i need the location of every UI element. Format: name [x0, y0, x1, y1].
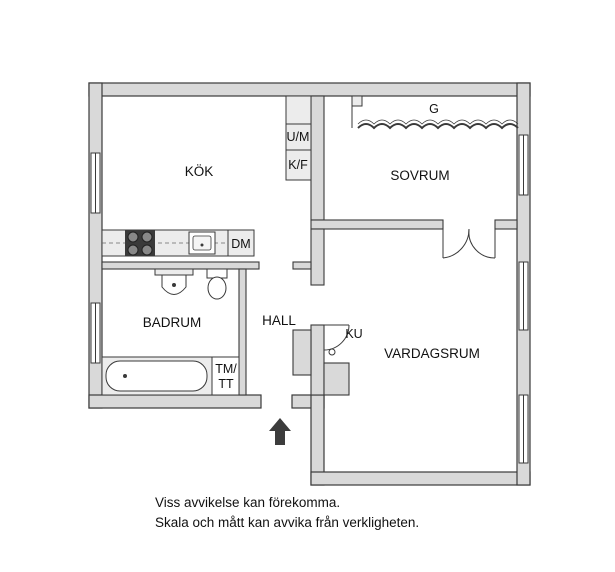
fixture-label-closet: KU: [345, 327, 362, 341]
double-door: [442, 228, 496, 259]
room-label-bedroom: SOVRUM: [390, 168, 449, 183]
kitchen-sink-icon: [188, 231, 216, 255]
dishwasher: [227, 229, 255, 257]
fixture-label-dishwasher: DM: [231, 237, 250, 251]
bathtub-icon: [101, 356, 213, 396]
fixture-label-washer-line2: TT: [218, 377, 234, 391]
entrance-arrow-icon: [269, 418, 291, 445]
toilet-icon: [206, 268, 228, 300]
room-label-bathroom: BADRUM: [143, 315, 202, 330]
room-label-kitchen: KÖK: [185, 164, 214, 179]
kitchen-counter: [101, 229, 255, 257]
floor-plan: KÖK SOVRUM BADRUM HALL VARDAGSRUM U/M K/…: [88, 82, 531, 486]
windows: [90, 134, 529, 464]
disclaimer-line-1: Viss avvikelse kan förekomma.: [155, 495, 341, 510]
disclaimer-line-2: Skala och mått kan avvika från verklighe…: [155, 515, 420, 530]
room-label-hall: HALL: [262, 313, 296, 328]
fixture-label-washer-line1: TM/: [215, 362, 237, 376]
stove-icon: [125, 230, 155, 256]
closet-door: [323, 324, 350, 356]
room-label-living-room: VARDAGSRUM: [384, 346, 480, 361]
bathroom-fixtures: [101, 268, 240, 396]
fridge-freezer: [285, 95, 312, 181]
disclaimer: Viss avvikelse kan förekomma. Skala och …: [155, 493, 419, 533]
fixture-label-wardrobe: G: [429, 102, 439, 116]
wardrobe: [351, 95, 519, 130]
fixture-label-fridge-upper: U/M: [287, 130, 310, 144]
fixture-label-fridge-lower: K/F: [288, 158, 308, 172]
